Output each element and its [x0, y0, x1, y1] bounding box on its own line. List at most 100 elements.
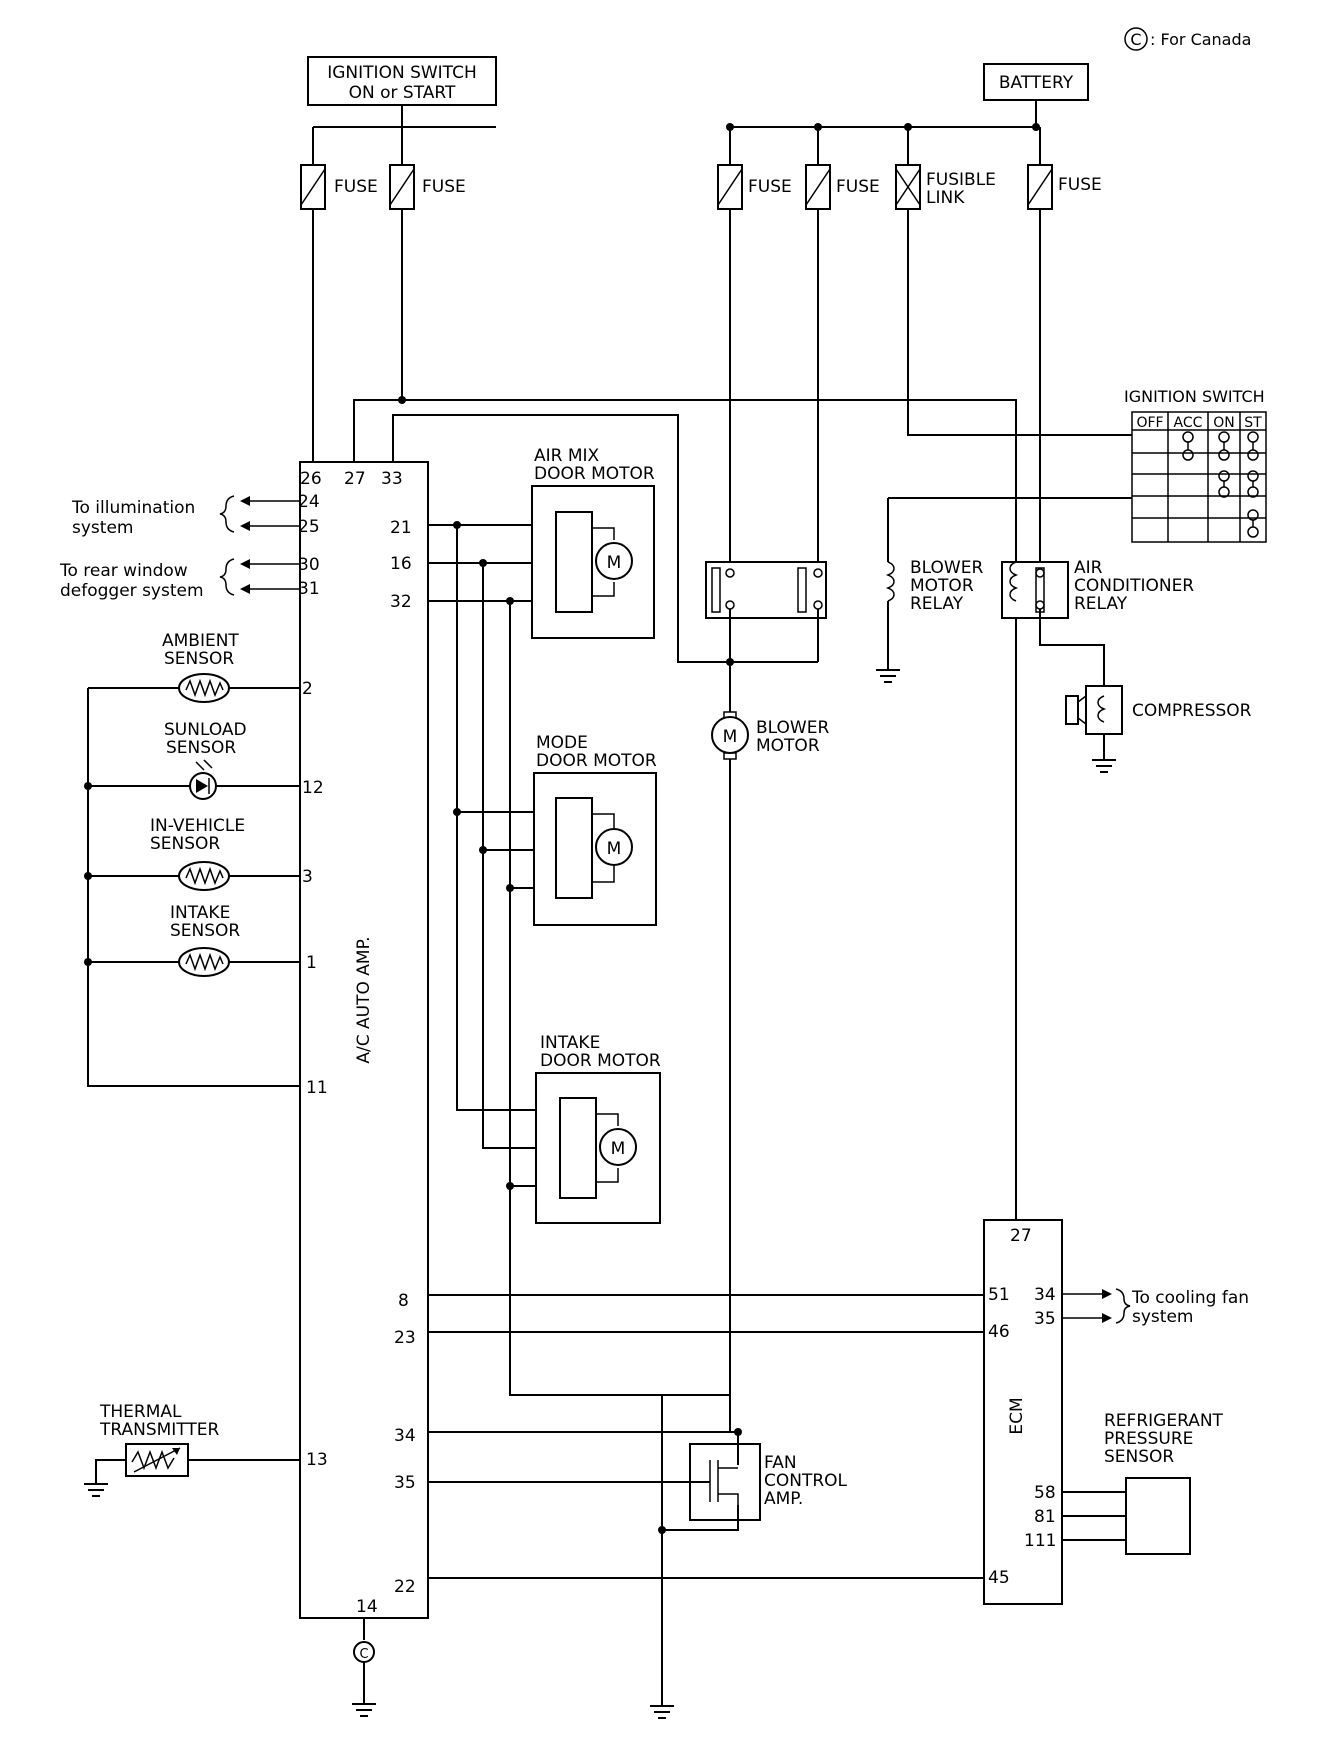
ecm: ECM 27 51 46 45 34 35 58 81 111 [983, 1219, 1063, 1605]
intake-motor-symbol: M [611, 1139, 626, 1159]
ignition-switch-box-line1: IGNITION SWITCH [327, 63, 476, 83]
ac-auto-amp-label: A/C AUTO AMP. [354, 936, 374, 1063]
amp-ecm-wires [428, 1294, 984, 1579]
fuse-5-label: FUSE [1058, 175, 1102, 195]
cooling-fan-line1: To cooling fan [1131, 1288, 1249, 1308]
ecm-pin-46: 46 [988, 1322, 1010, 1342]
cooling-fan-line2: system [1132, 1307, 1193, 1327]
ecm-pin-111: 111 [1024, 1531, 1056, 1551]
blower-motor-line1: BLOWER [756, 718, 829, 738]
illumination-outputs: To illumination system [71, 495, 300, 538]
fuse-5: FUSE [1027, 164, 1102, 210]
amp-pin-34: 34 [394, 1426, 416, 1446]
blower-relay-line2: MOTOR [910, 576, 974, 596]
air-mix-line2: DOOR MOTOR [534, 464, 655, 484]
refrigerant-line2: PRESSURE [1104, 1429, 1193, 1449]
amp-pin-16: 16 [390, 554, 412, 574]
intake-motor-line2: DOOR MOTOR [540, 1051, 661, 1071]
amp-pin-12: 12 [302, 778, 324, 798]
door-motor-wiring [428, 521, 730, 1396]
fuse-1-label: FUSE [334, 177, 378, 197]
ecm-pin-45: 45 [988, 1568, 1010, 1588]
amp-pin-26: 26 [300, 469, 322, 489]
fusible-link-line1: FUSIBLE [926, 170, 996, 190]
amp-pin-24: 24 [298, 492, 320, 512]
amp-pin-35: 35 [394, 1473, 416, 1493]
in-vehicle-sensor-line2: SENSOR [150, 834, 220, 854]
refrigerant-line3: SENSOR [1104, 1447, 1174, 1467]
fuse-4-label: FUSE [836, 177, 880, 197]
intake-sensor: INTAKE SENSOR [170, 903, 240, 977]
sensor-bus [84, 687, 300, 1087]
thermal-line2: TRANSMITTER [99, 1420, 220, 1440]
air-mix-motor-symbol: M [607, 553, 622, 573]
blower-motor-symbol: M [723, 727, 738, 747]
illumination-line2: system [72, 518, 133, 538]
canada-note-text: : For Canada [1150, 30, 1251, 49]
sunload-sensor-line2: SENSOR [166, 738, 236, 758]
fan-control-line2: CONTROL [764, 1471, 848, 1491]
in-vehicle-sensor-line1: IN-VEHICLE [150, 816, 245, 836]
amp-pin-22: 22 [394, 1577, 416, 1597]
fuse-2: FUSE [389, 164, 466, 210]
defogger-line2: defogger system [60, 581, 204, 601]
in-vehicle-sensor: IN-VEHICLE SENSOR [150, 816, 245, 891]
intake-sensor-line1: INTAKE [170, 903, 230, 923]
ecm-pin-58: 58 [1034, 1483, 1056, 1503]
ign-col-on: ON [1213, 415, 1235, 431]
ecm-pin-34: 34 [1034, 1285, 1056, 1305]
blower-motor-relay: BLOWER MOTOR RELAY [705, 497, 1132, 712]
defogger-line1: To rear window [59, 561, 188, 581]
canada-symbol: C [1130, 30, 1141, 49]
ignition-switch-table-title: IGNITION SWITCH [1124, 387, 1265, 406]
air-mix-door-motor: AIR MIX DOOR MOTOR M [531, 446, 655, 639]
mode-motor-symbol: M [607, 839, 622, 859]
amp-pin-33: 33 [381, 469, 403, 489]
ign-col-acc: ACC [1174, 415, 1203, 431]
amp-pin-1: 1 [306, 953, 317, 973]
canada-symbol-circle [1124, 27, 1148, 51]
amp-pin-14: 14 [356, 1597, 378, 1617]
blower-motor: M BLOWER MOTOR [711, 711, 829, 1432]
compressor: COMPRESSOR [1065, 685, 1252, 773]
fuse-1: FUSE [300, 164, 378, 210]
fusible-link-line2: LINK [926, 188, 965, 208]
fan-control-line1: FAN [764, 1453, 797, 1473]
ecm-pin-51: 51 [988, 1285, 1010, 1305]
fuse-3-label: FUSE [748, 177, 792, 197]
amp-pin-3: 3 [302, 867, 313, 887]
amp-pin-25: 25 [298, 517, 320, 537]
thermal-line1: THERMAL [99, 1402, 182, 1422]
ignition-switch-box-line2: ON or START [349, 83, 456, 103]
refrigerant-line1: REFRIGERANT [1104, 1411, 1224, 1431]
fuse-4: FUSE [805, 164, 880, 210]
ac-relay-line1: AIR [1074, 558, 1103, 578]
ecm-pin-81: 81 [1034, 1507, 1056, 1527]
amp-pin-27: 27 [344, 469, 366, 489]
amp-pin-23: 23 [394, 1328, 416, 1348]
fusible-link: FUSIBLE LINK [895, 164, 996, 210]
amp-pin-11: 11 [306, 1078, 328, 1098]
amp-pin-8: 8 [398, 1291, 409, 1311]
battery-label: BATTERY [999, 73, 1074, 93]
amp-ground: C [352, 1618, 376, 1717]
refrigerant-pressure-sensor: REFRIGERANT PRESSURE SENSOR [1062, 1411, 1224, 1555]
ecm-label: ECM [1007, 1397, 1027, 1434]
amp-pin-21: 21 [390, 518, 412, 538]
ambient-sensor: AMBIENT SENSOR [162, 631, 239, 703]
canada-note: C : For Canada [1124, 27, 1251, 51]
ignition-switch-box: IGNITION SWITCH ON or START [307, 56, 497, 106]
fuse-2-label: FUSE [422, 177, 466, 197]
fan-control-line3: AMP. [764, 1489, 803, 1509]
amp-pin-13: 13 [306, 1450, 328, 1470]
defogger-outputs: To rear window defogger system [59, 558, 300, 601]
intake-sensor-line2: SENSOR [170, 921, 240, 941]
ign-col-off: OFF [1136, 415, 1163, 431]
fan-control-amp: FAN CONTROL AMP. [428, 1395, 848, 1719]
mode-door-motor: MODE DOOR MOTOR M [533, 733, 657, 926]
air-mix-line1: AIR MIX [534, 446, 600, 466]
amp-pin-2: 2 [302, 679, 313, 699]
amp-ground-canada-symbol: C [359, 1647, 368, 1662]
fuse-3: FUSE [717, 164, 792, 210]
